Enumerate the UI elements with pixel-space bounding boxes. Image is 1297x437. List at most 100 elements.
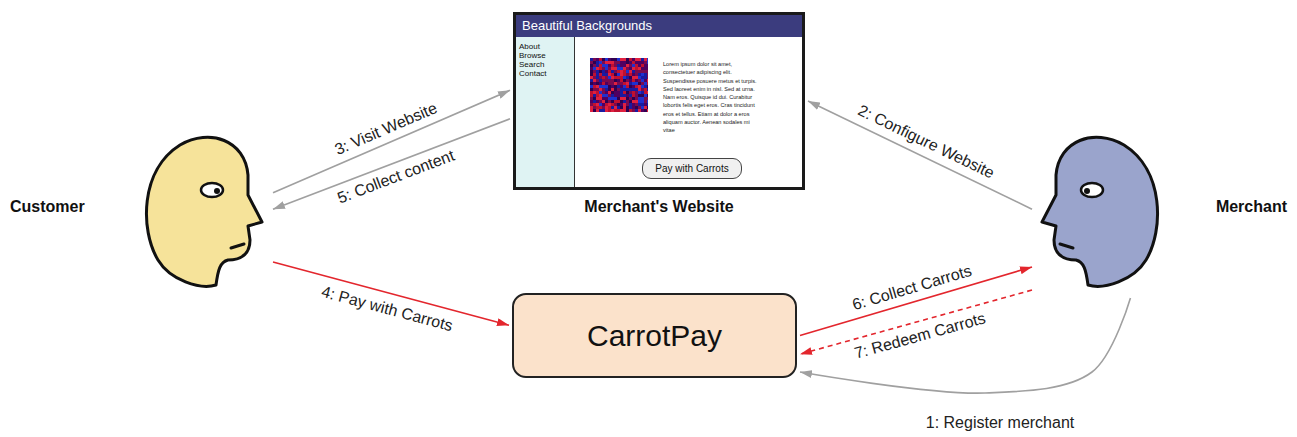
texture-cell (605, 79, 608, 82)
texture-cell (596, 109, 599, 112)
texture-cell (629, 91, 632, 94)
texture-cell (632, 85, 635, 88)
texture-cell (611, 85, 614, 88)
texture-cell (611, 100, 614, 103)
texture-cell (608, 67, 611, 70)
texture-cell (626, 103, 629, 106)
texture-cell (593, 88, 596, 91)
texture-cell (638, 109, 641, 112)
texture-cell (617, 109, 620, 112)
texture-cell (614, 109, 617, 112)
flow-arrow (808, 101, 1032, 209)
texture-cell (608, 91, 611, 94)
texture-cell (623, 67, 626, 70)
texture-cell (602, 85, 605, 88)
texture-cell (611, 97, 614, 100)
texture-cell (620, 106, 623, 109)
texture-cell (632, 58, 635, 61)
texture-cell (647, 64, 648, 67)
texture-cell (602, 76, 605, 79)
texture-cell (617, 103, 620, 106)
texture-cell (620, 103, 623, 106)
texture-cell (638, 73, 641, 76)
texture-cell (623, 109, 626, 112)
texture-cell (647, 70, 648, 73)
texture-cell (614, 103, 617, 106)
texture-cell (623, 58, 626, 61)
button-label: Pay with Carrots (655, 163, 728, 174)
texture-cell (611, 82, 614, 85)
texture-cell (611, 91, 614, 94)
texture-cell (635, 64, 638, 67)
texture-cell (644, 76, 647, 79)
texture-cell (638, 70, 641, 73)
mouth (231, 244, 244, 248)
customer-face (146, 137, 262, 286)
texture-cell (614, 85, 617, 88)
texture-cell (596, 79, 599, 82)
eye (201, 183, 223, 197)
texture-cell (638, 100, 641, 103)
texture-cell (644, 94, 647, 97)
texture-cell (596, 73, 599, 76)
texture-cell (620, 76, 623, 79)
texture-cell (614, 106, 617, 109)
texture-cell (620, 79, 623, 82)
texture-cell (644, 103, 647, 106)
texture-cell (593, 64, 596, 67)
menu-item: Contact (519, 69, 547, 78)
texture-cell (605, 58, 608, 61)
texture-cell (638, 88, 641, 91)
texture-cell (611, 76, 614, 79)
texture-cell (596, 103, 599, 106)
texture-cell (602, 100, 605, 103)
texture-cell (626, 94, 629, 97)
texture-cell (647, 88, 648, 91)
texture-cell (602, 64, 605, 67)
texture-cell (617, 73, 620, 76)
texture-cell (641, 94, 644, 97)
texture-cell (602, 94, 605, 97)
texture-cell (623, 73, 626, 76)
texture-cell (620, 97, 623, 100)
texture-cell (638, 61, 641, 64)
texture-cell (629, 85, 632, 88)
website-screenshot: Merchant's WebsiteBeautiful BackgroundsA… (513, 12, 805, 190)
texture-cell (596, 64, 599, 67)
texture-cell (599, 73, 602, 76)
texture-cell (623, 61, 626, 64)
texture-cell (647, 58, 648, 61)
texture-cell (635, 100, 638, 103)
texture-cell (632, 109, 635, 112)
texture-cell (641, 97, 644, 100)
texture-cell (623, 97, 626, 100)
texture-cell (638, 94, 641, 97)
texture-cell (635, 58, 638, 61)
texture-cell (614, 58, 617, 61)
texture-cell (626, 97, 629, 100)
website-caption: Merchant's Website (516, 198, 802, 216)
step-label: 2: Configure Website (853, 101, 999, 184)
texture-cell (608, 97, 611, 100)
actor-label: Customer (10, 198, 85, 216)
service-name: CarrotPay (587, 319, 722, 353)
texture-cell (590, 85, 593, 88)
texture-cell (602, 58, 605, 61)
texture-cell (590, 82, 593, 85)
texture-cell (632, 64, 635, 67)
texture-cell (590, 109, 593, 112)
texture-cell (605, 67, 608, 70)
texture-cell (632, 97, 635, 100)
texture-cell (617, 82, 620, 85)
texture-cell (599, 91, 602, 94)
texture-cell (629, 70, 632, 73)
texture-cell (623, 76, 626, 79)
texture-cell (632, 100, 635, 103)
texture-cell (623, 70, 626, 73)
texture-cell (602, 82, 605, 85)
texture-cell (635, 91, 638, 94)
texture-cell (641, 91, 644, 94)
texture-cell (635, 70, 638, 73)
menu-item: About (519, 42, 540, 51)
texture-cell (602, 88, 605, 91)
